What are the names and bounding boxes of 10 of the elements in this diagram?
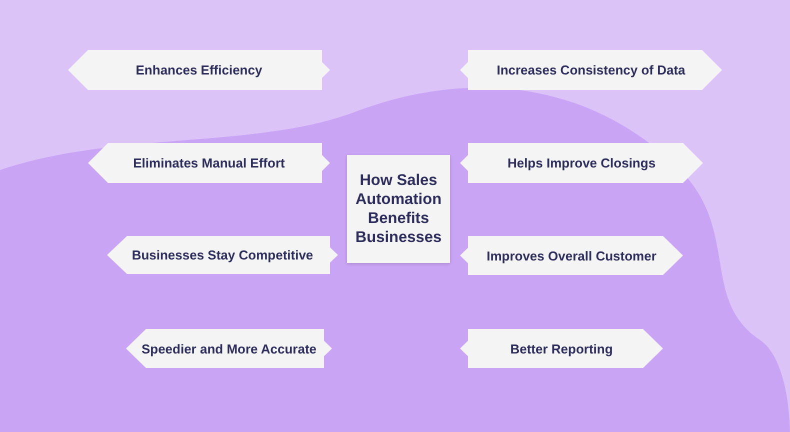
benefit-label: Speedier and More Accurate <box>140 341 318 356</box>
title-text: How Sales Automation Benefits Businesses <box>354 171 443 247</box>
benefit-label: Enhances Efficiency <box>134 62 264 78</box>
benefit-label: Improves Overall Customer <box>486 248 658 263</box>
benefit-label: Better Reporting <box>509 341 614 356</box>
benefit-label: Helps Improve Closings <box>506 156 657 170</box>
benefit-label: Eliminates Manual Effort <box>132 156 286 170</box>
center-box <box>347 155 450 263</box>
benefit-label: Businesses Stay Competitive <box>130 248 314 262</box>
benefit-label: Increases Consistency of Data <box>496 62 686 78</box>
